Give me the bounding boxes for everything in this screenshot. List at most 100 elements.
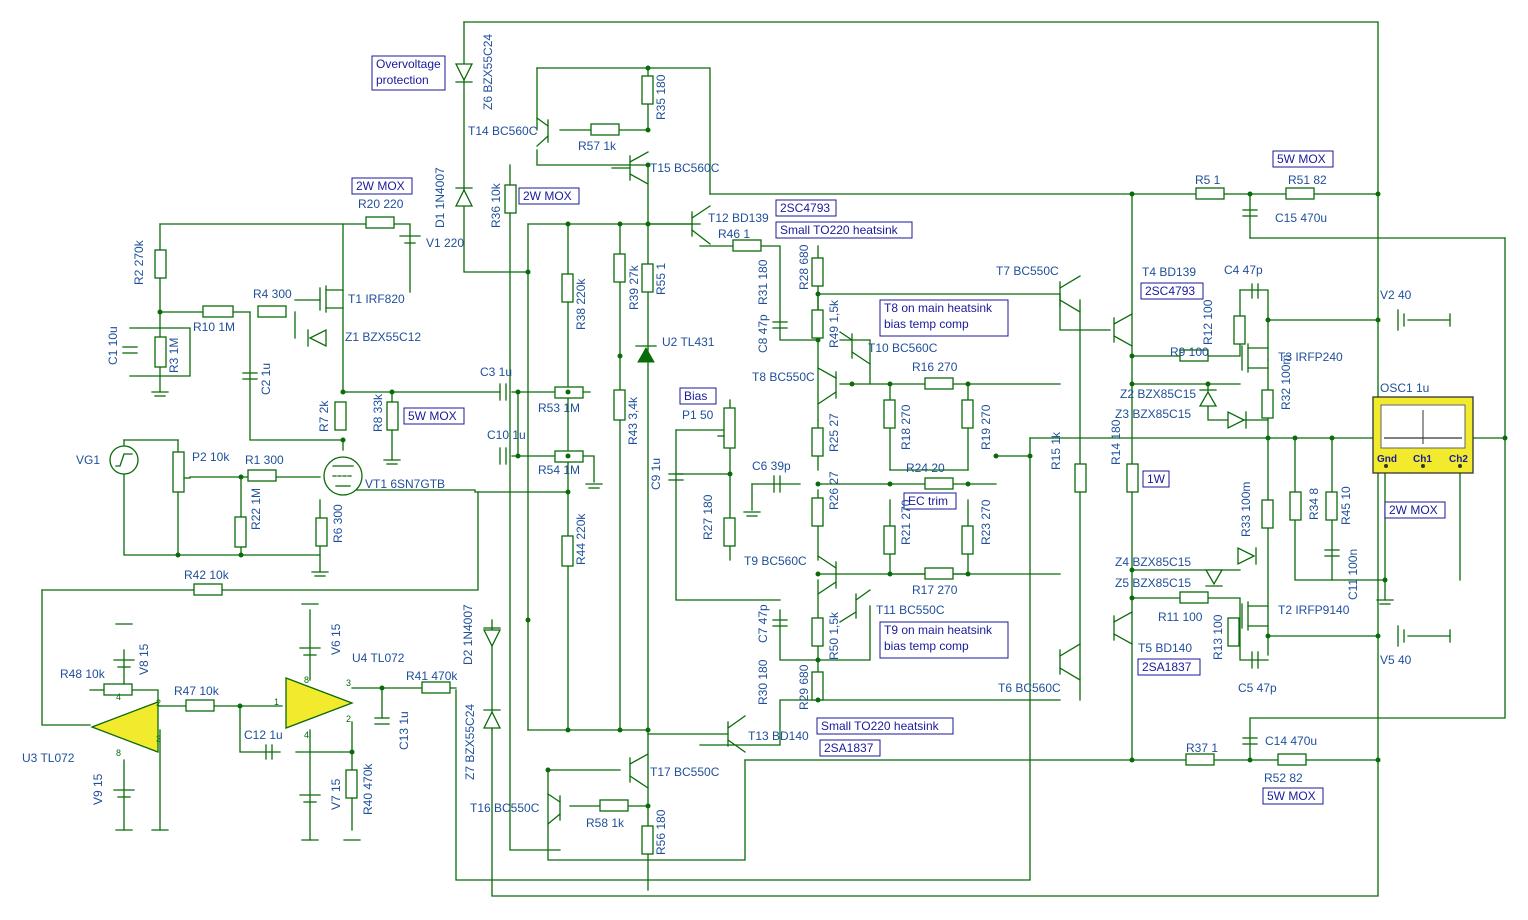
component-label: T13 BD140 — [748, 729, 809, 743]
component-label: U3 TL072 — [22, 751, 75, 765]
component-label: Z3 BZX85C15 — [1115, 407, 1191, 421]
component-label: T9 BC560C — [744, 554, 807, 568]
component-label: R55 1 — [654, 263, 668, 295]
component-label: Z7 BZX55C24 — [463, 704, 477, 780]
note-box: T9 on main heatsink bias temp comp — [879, 621, 1009, 659]
sources — [109, 235, 1451, 841]
note-text: Bias — [684, 389, 707, 403]
component-label: VG1 — [76, 453, 100, 467]
component-label: V9 15 — [91, 773, 105, 805]
component-label: R6 300 — [331, 504, 345, 543]
component-label: C12 1u — [244, 728, 283, 742]
component-label: R31 180 — [756, 259, 770, 305]
component-label: R18 270 — [899, 404, 913, 450]
pin-number: 1 — [274, 697, 279, 707]
note-text: Small TO220 heatsink — [780, 223, 899, 237]
component-label: C8 47p — [756, 314, 770, 353]
component-label: R9 100 — [1170, 345, 1209, 359]
note-box: 5W MOX — [1272, 150, 1334, 168]
component-label: R50 1,5k — [827, 611, 841, 660]
component-label: R26 27 — [827, 471, 841, 510]
component-label: R27 180 — [701, 494, 715, 540]
note-text: 2SC4793 — [780, 201, 830, 215]
component-label: R3 1M — [167, 338, 181, 373]
note-text: 5W MOX — [408, 409, 457, 423]
component-label: R52 82 — [1264, 771, 1303, 785]
note-box: Bias — [679, 387, 717, 405]
component-label: R40 470k — [361, 763, 375, 815]
component-label: R24 20 — [906, 461, 945, 475]
component-label: R33 100m — [1239, 482, 1253, 537]
component-label: R8 33k — [371, 393, 385, 432]
component-label: R2 270k — [132, 239, 146, 285]
component-label: T8 BC550C — [752, 370, 815, 384]
component-label: T3 IRFP240 — [1278, 350, 1343, 364]
component-label: U4 TL072 — [352, 651, 405, 665]
note-text: 5W MOX — [1267, 789, 1316, 803]
note-box: 5W MOX — [1262, 787, 1324, 805]
note-text: T9 on main heatsink — [884, 623, 993, 637]
pin-number: 4 — [116, 692, 121, 702]
component-label: V8 15 — [137, 643, 151, 675]
note-text: 2W MOX — [523, 189, 572, 203]
note-text: Small TO220 heatsink — [821, 719, 940, 733]
note-box: 5W MOX — [403, 407, 465, 425]
component-label: R35 180 — [654, 74, 668, 120]
component-label: T2 IRFP9140 — [1278, 603, 1350, 617]
component-label: C11 100n — [1346, 549, 1360, 600]
component-label: C14 470u — [1265, 734, 1317, 748]
capacitors — [122, 209, 1340, 760]
pin-number: 2 — [156, 698, 161, 708]
component-label: V1 220 — [426, 236, 464, 250]
component-label: R56 180 — [654, 809, 668, 855]
component-label: P2 10k — [192, 450, 230, 464]
component-label: U2 TL431 — [662, 335, 715, 349]
component-label: Z1 BZX55C12 — [345, 330, 421, 344]
component-label: T5 BD140 — [1138, 641, 1192, 655]
component-label: V7 15 — [329, 778, 343, 810]
component-label: V2 40 — [1380, 288, 1412, 302]
note-box: 2W MOX — [351, 177, 413, 195]
wiring — [41, 21, 1506, 897]
component-label: R7 2k — [317, 400, 331, 432]
junctions — [157, 65, 1508, 809]
component-label: R36 10k — [489, 182, 503, 228]
component-label: R48 10k — [60, 667, 106, 681]
component-label: R51 82 — [1288, 173, 1327, 187]
component-label: C3 1u — [480, 365, 512, 379]
note-text: 1W — [1147, 472, 1166, 486]
component-label: T15 BC560C — [650, 161, 720, 175]
component-label: T10 BC560C — [868, 341, 938, 355]
component-label: R58 1k — [586, 816, 625, 830]
component-label: R30 180 — [756, 659, 770, 705]
note-text: T8 on main heatsink — [884, 301, 993, 315]
note-text-line2: bias temp comp — [884, 317, 969, 331]
note-text-line2: bias temp comp — [884, 639, 969, 653]
component-label: R42 10k — [184, 568, 230, 582]
note-text: 2W MOX — [1389, 503, 1438, 517]
component-label: Z4 BZX85C15 — [1115, 555, 1191, 569]
vacuum-tube — [323, 456, 363, 496]
component-label: T17 BC550C — [650, 765, 720, 779]
component-label: D1 1N4007 — [433, 167, 447, 228]
component-label: C2 1u — [259, 363, 273, 395]
component-label: R4 300 — [253, 287, 292, 301]
note-box: 1W — [1142, 470, 1170, 488]
pin-number: 2 — [346, 714, 351, 724]
oscilloscope — [1372, 396, 1474, 474]
pin-number: 4 — [304, 730, 309, 740]
note-box: 2SA1837 — [1137, 658, 1201, 676]
component-label: R11 100 — [1158, 610, 1203, 624]
component-label: VT1 6SN7GTB — [365, 477, 445, 491]
pin-number: 8 — [304, 675, 309, 685]
note-box: 2W MOX — [518, 187, 580, 205]
component-label: C6 39p — [752, 459, 791, 473]
note-box: 2SA1837 — [819, 739, 881, 757]
component-label: R28 680 — [797, 244, 811, 290]
component-label: R45 10 — [1339, 486, 1353, 525]
component-label: R21 270 — [899, 499, 913, 545]
note-text-line2: protection — [376, 73, 429, 87]
